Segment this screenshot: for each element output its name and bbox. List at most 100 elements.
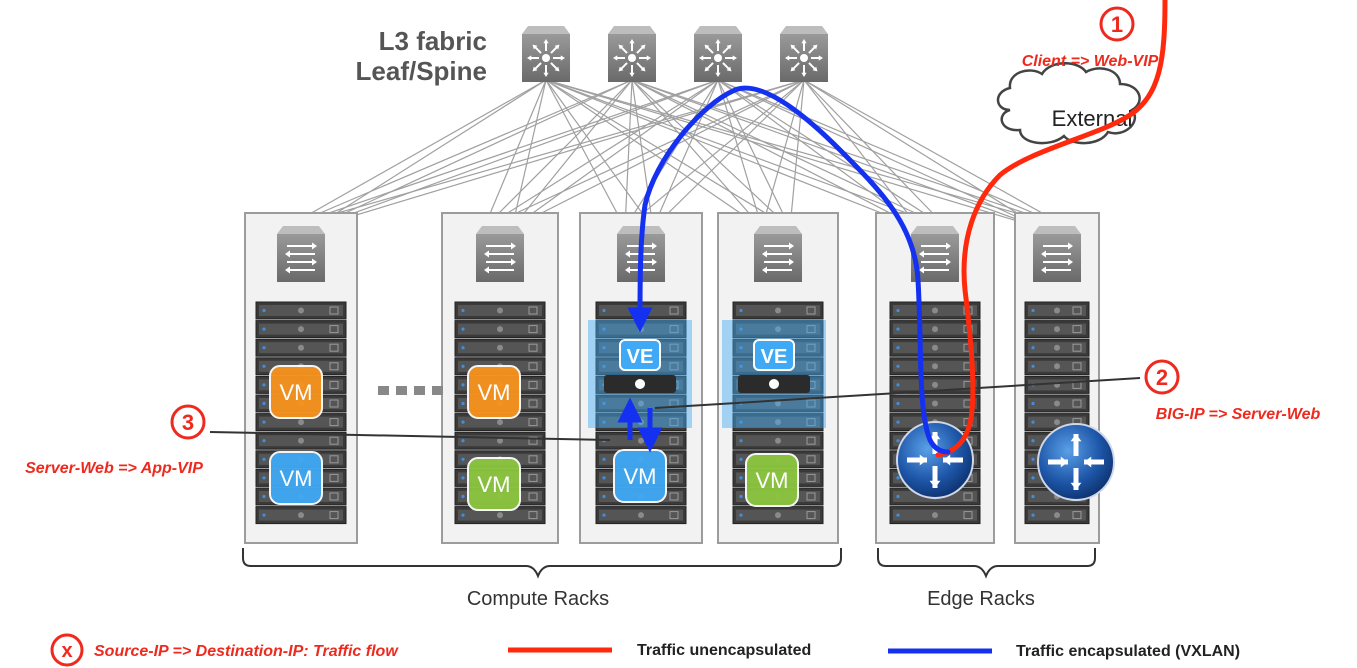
fabric-link <box>631 79 654 229</box>
leaf-switch-icon <box>1033 226 1081 282</box>
vm-green-4: VM <box>745 453 799 507</box>
more-racks-ellipsis <box>378 386 443 395</box>
flow-2-number: 2 <box>1156 365 1168 390</box>
fabric-link <box>631 79 763 229</box>
vm-label: VM <box>280 466 313 491</box>
flow-3-marker: 3 <box>170 404 206 440</box>
legend-encap-text: Traffic encapsulated (VXLAN) <box>1016 643 1240 660</box>
flow-1-number: 1 <box>1111 12 1123 37</box>
fabric-link <box>717 79 1042 229</box>
vm-label: VM <box>478 380 511 405</box>
ve-label: VE <box>627 346 654 368</box>
fabric-link <box>631 79 1042 229</box>
fabric-links <box>284 79 1070 229</box>
fabric-link <box>545 79 1042 229</box>
spine-switch-4 <box>780 26 828 82</box>
ve-instance-2: VE <box>722 320 826 428</box>
leaf-switch-icon <box>754 226 802 282</box>
fabric-link <box>545 79 948 229</box>
legend-flow-text: Source-IP => Destination-IP: Traffic flo… <box>94 643 399 660</box>
fabric-link <box>624 79 719 229</box>
ve-instance-1: VE <box>588 320 692 428</box>
compute-racks-brace <box>242 548 842 579</box>
vm-blue-1: VM <box>269 451 323 505</box>
flow-1-label: Client => Web-VIP <box>1022 53 1159 70</box>
fabric-link <box>624 79 805 229</box>
fabric-link <box>717 79 763 229</box>
fabric-link <box>284 79 633 229</box>
spine-switch-1 <box>522 26 570 82</box>
legend: x Source-IP => Destination-IP: Traffic f… <box>50 633 1240 667</box>
flow-2-leader <box>654 377 1141 409</box>
leaf-switch-icon <box>277 226 325 282</box>
fabric-link <box>312 79 633 229</box>
edge-router-icon <box>1037 423 1115 501</box>
fabric-link <box>545 79 654 229</box>
ve-vm-arrows <box>617 397 663 453</box>
fabric-link <box>511 79 719 229</box>
vm-label: VM <box>280 380 313 405</box>
spine-switch-3 <box>694 26 742 82</box>
fabric-link <box>284 79 547 229</box>
fabric-title-line1: L3 fabric <box>379 26 487 56</box>
fabric-link <box>803 79 1070 229</box>
vm-blue-3: VM <box>613 449 667 503</box>
fabric-link <box>717 79 1070 229</box>
fabric-link <box>624 79 633 229</box>
fabric-link <box>631 79 1070 229</box>
flow-1-marker: 1 <box>1099 6 1135 42</box>
fabric-title-line2: Leaf/Spine <box>356 56 487 86</box>
fabric-link <box>312 79 547 229</box>
fabric-link <box>511 79 805 229</box>
fabric-link <box>545 79 626 229</box>
flow-3-number: 3 <box>182 410 194 435</box>
leaf-switch-icon <box>476 226 524 282</box>
fabric-link <box>631 79 948 229</box>
fabric-link <box>284 79 719 229</box>
vm-label: VM <box>624 464 657 489</box>
edge-router-icon <box>896 421 974 499</box>
fabric-link <box>789 79 805 229</box>
fabric-link <box>803 79 920 229</box>
ve-label: VE <box>761 346 788 368</box>
fabric-link <box>717 79 791 229</box>
fabric-link <box>761 79 805 229</box>
fabric-link <box>284 79 805 229</box>
vm-green-2: VM <box>467 457 521 511</box>
vm-orange-1: VM <box>269 365 323 419</box>
edge-racks-brace <box>877 548 1096 579</box>
fabric-link <box>803 79 948 229</box>
fabric-link <box>483 79 719 229</box>
fabric-link <box>631 79 791 229</box>
flow-2-marker: 2 <box>1144 359 1180 395</box>
unencapsulated-traffic-path <box>935 0 1168 458</box>
spine-switch-2 <box>608 26 656 82</box>
fabric-link <box>545 79 763 229</box>
vm-label: VM <box>478 472 511 497</box>
flow-3-label: Server-Web => App-VIP <box>25 460 203 477</box>
spine-switches <box>522 26 828 82</box>
fabric-link <box>511 79 547 229</box>
fabric-link <box>652 79 719 229</box>
fabric-link <box>803 79 1042 229</box>
flow-2-label: BIG-IP => Server-Web <box>1156 406 1321 423</box>
external-cloud: External <box>996 62 1141 145</box>
edge-racks-label: Edge Racks <box>927 588 1035 610</box>
legend-marker-text: x <box>61 640 72 662</box>
flow-3-leader <box>209 431 611 441</box>
vm-orange-2: VM <box>467 365 521 419</box>
fabric-link <box>545 79 1070 229</box>
compute-racks-label: Compute Racks <box>467 588 609 610</box>
racks: VM VM VM VM VM VM VE VE <box>244 212 1115 544</box>
fabric-link <box>511 79 633 229</box>
encapsulated-traffic-path <box>627 85 951 455</box>
fabric-link <box>312 79 719 229</box>
fabric-link <box>483 79 805 229</box>
leaf-switch-icon <box>911 226 959 282</box>
vm-label: VM <box>756 468 789 493</box>
fabric-link <box>312 79 805 229</box>
fabric-link <box>652 79 805 229</box>
legend-unencap-text: Traffic unencapsulated <box>637 642 811 659</box>
legend-flow-marker <box>50 633 84 667</box>
